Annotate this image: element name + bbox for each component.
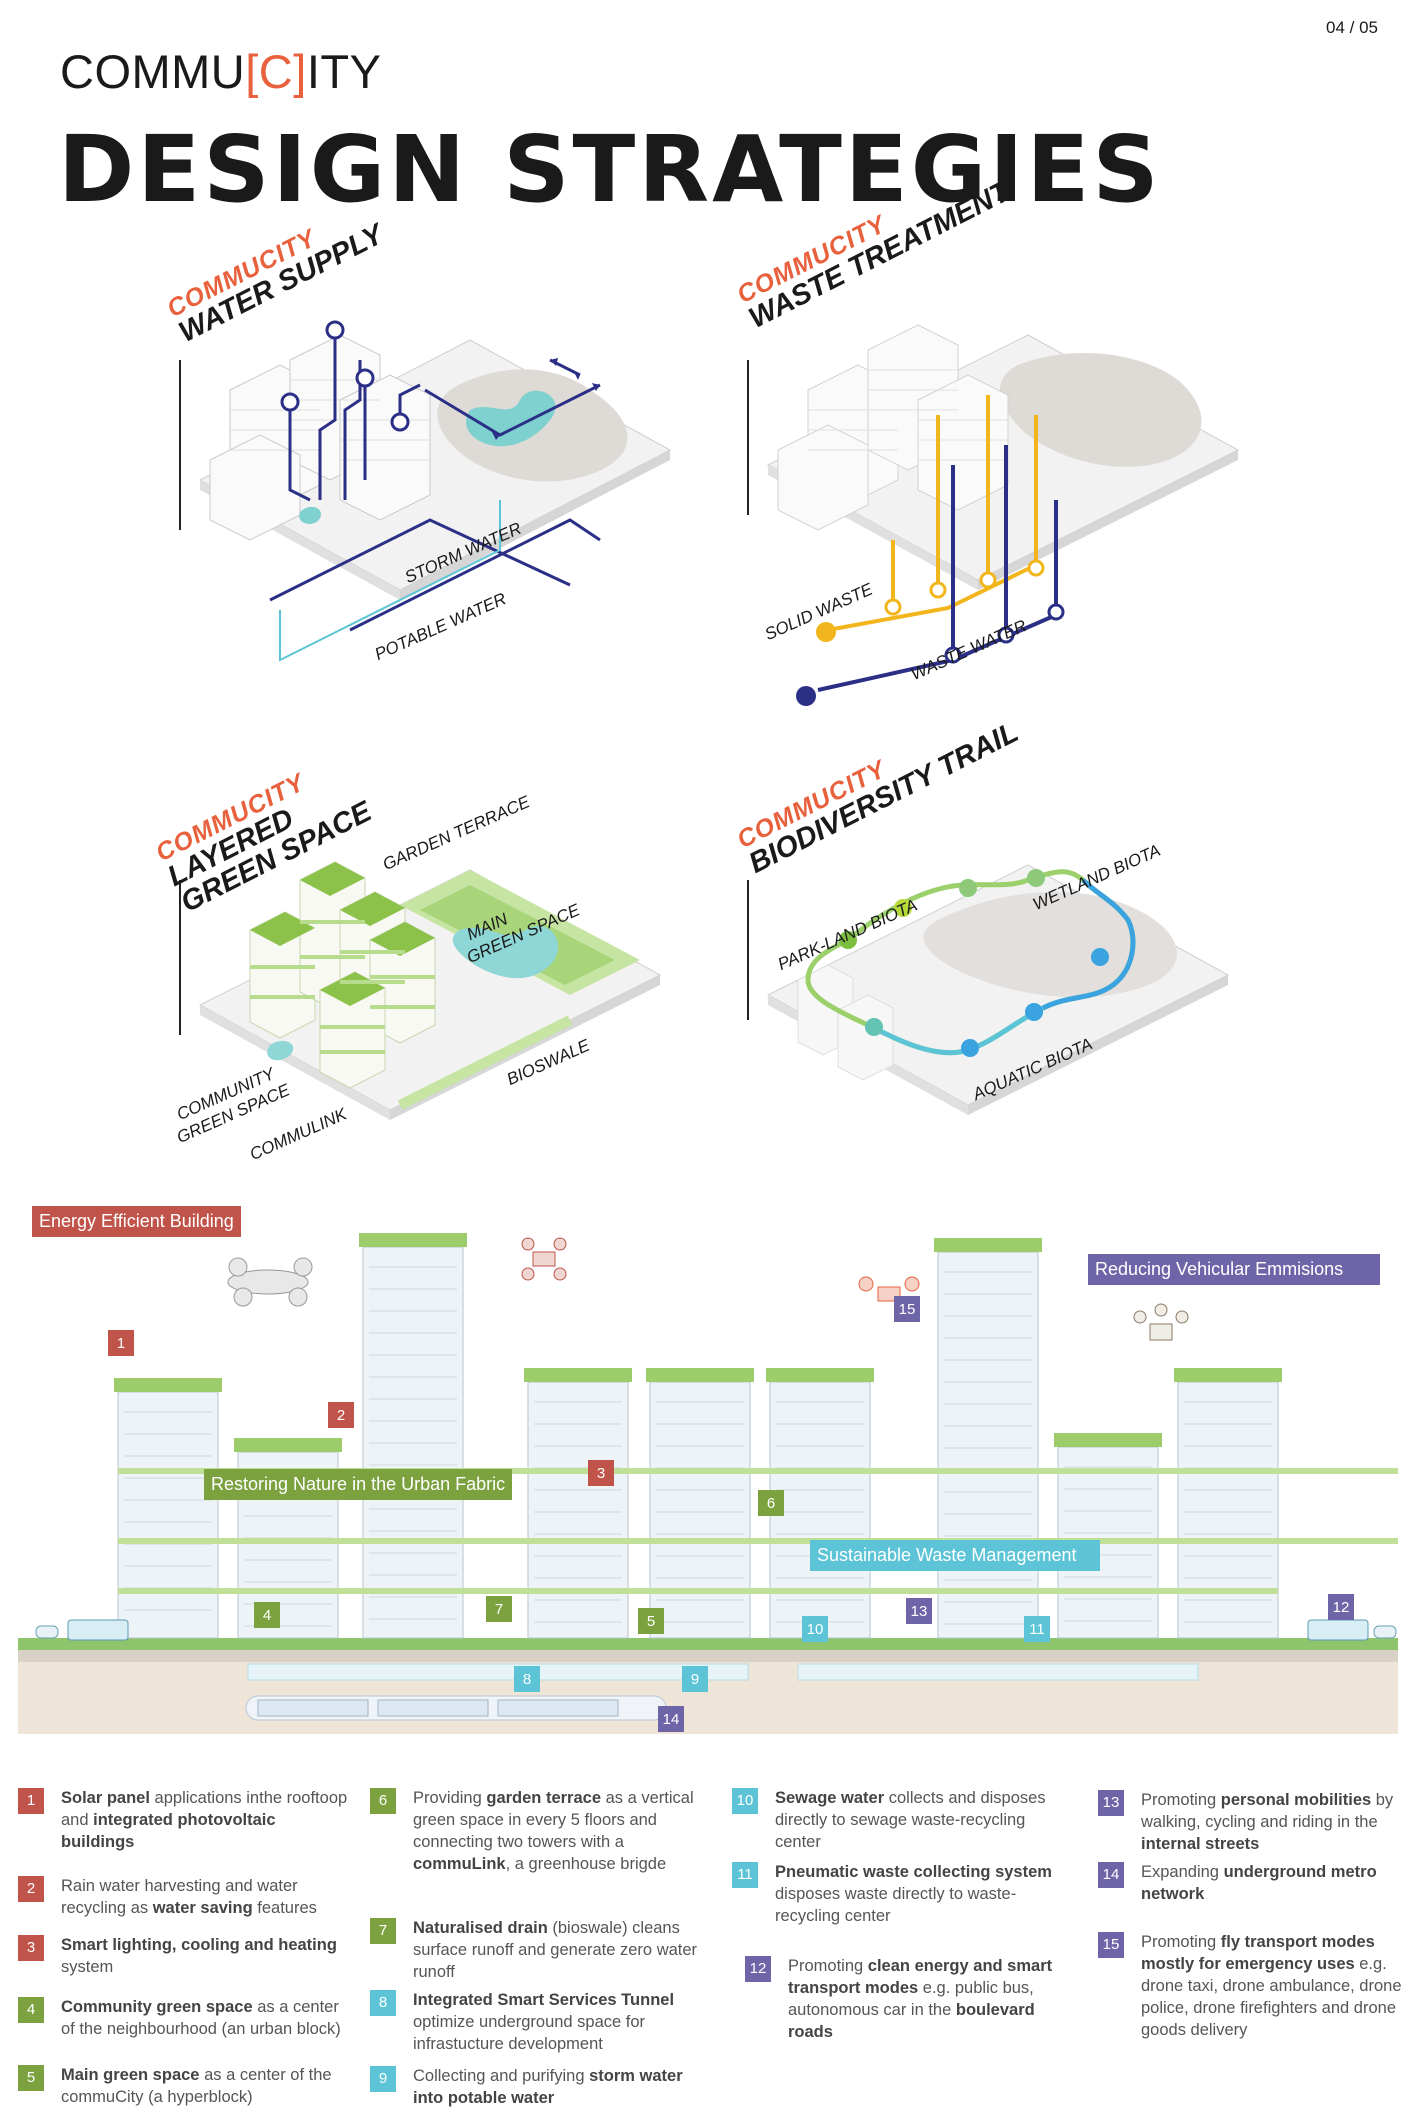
legend-number-badge: 13 [1098, 1790, 1124, 1816]
badge-14: 14 [658, 1706, 684, 1732]
badge-5: 5 [638, 1608, 664, 1634]
legend-number-badge: 10 [732, 1788, 758, 1814]
legend-text: Main green space as a center of the comm… [61, 2066, 332, 2106]
page-number: 04 / 05 [1326, 18, 1378, 37]
biodiversity-diagram [747, 864, 1230, 1115]
legend-text: Promoting fly transport modes mostly for… [1141, 1933, 1402, 2039]
water-supply-panel: COMMUCITY WATER SUPPLY STORM WATER POTAB… [163, 218, 730, 670]
legend-number-badge: 6 [370, 1788, 396, 1814]
legend-number-badge: 9 [370, 2066, 396, 2092]
legend-text: Smart lighting, cooling and heating syst… [61, 1936, 337, 1976]
city-section-drawing [18, 1233, 1416, 1734]
legend-number-badge: 12 [745, 1956, 771, 1982]
city-section-strip: Energy Efficient Building Reducing Vehic… [18, 1192, 1416, 1752]
section-tower [1177, 1381, 1279, 1639]
vehicular-emissions-tag: Reducing Vehicular Emmisions [1088, 1254, 1380, 1285]
badge-9: 9 [682, 1666, 708, 1692]
legend-text: Sewage water collects and disposes direc… [775, 1789, 1046, 1851]
badge-1: 1 [108, 1330, 134, 1356]
legend-number-badge: 8 [370, 1990, 396, 2016]
green-space-panel: COMMUCITY LAYERED GREEN SPACE GARDEN TER… [151, 768, 730, 1200]
legend-text: Community green space as a center of the… [61, 1998, 341, 2038]
badge-3: 3 [588, 1460, 614, 1486]
legend-number-badge: 15 [1098, 1932, 1124, 1958]
legend-text: Solar panel applications inthe rooftoop … [61, 1789, 348, 1851]
green-space-diagram [179, 861, 662, 1120]
brand-accent: [C] [245, 45, 307, 98]
legend-text: Collecting and purifying storm water int… [413, 2067, 683, 2107]
legend-text: Promoting clean energy and smart transpo… [788, 1957, 1053, 2041]
nature-urban-tag: Restoring Nature in the Urban Fabric [204, 1469, 513, 1500]
section-tower [527, 1381, 629, 1639]
biodiversity-panel: COMMUCITY BIODIVERSITY TRAIL PARK-LAND B… [733, 716, 1298, 1200]
legend-text: Promoting personal mobilities by walking… [1141, 1791, 1394, 1853]
legend-number-badge: 7 [370, 1918, 396, 1944]
legend-number-badge: 11 [732, 1862, 758, 1888]
legend-text: Naturalised drain (bioswale) cleans surf… [413, 1919, 698, 1981]
badge-8: 8 [514, 1666, 540, 1692]
badge-4: 4 [254, 1602, 280, 1628]
brand-pre: COMMU [60, 45, 246, 98]
legend-text: Integrated Smart Services Tunnel optimiz… [413, 1991, 675, 2053]
legend-number-badge: 2 [18, 1876, 44, 1902]
brand-post: ITY [306, 45, 382, 98]
badge-7: 7 [486, 1596, 512, 1622]
section-tower [649, 1381, 751, 1639]
badge-10: 10 [802, 1616, 828, 1642]
waste-management-tag: Sustainable Waste Management [810, 1540, 1100, 1571]
badge-12: 12 [1328, 1594, 1354, 1620]
legend-text: Expanding underground metro network [1141, 1863, 1377, 1903]
badge-2: 2 [328, 1402, 354, 1428]
legend-number-badge: 1 [18, 1788, 44, 1814]
waste-treatment-panel: COMMUCITY WASTE TREATMENT SOLID WASTE WA… [733, 176, 1298, 706]
legend-number-badge: 3 [18, 1935, 44, 1961]
legend-text: Rain water harvesting and water recyclin… [61, 1877, 317, 1917]
badge-11: 11 [1024, 1616, 1050, 1642]
badge-13: 13 [906, 1598, 932, 1624]
badge-15: 15 [894, 1296, 920, 1322]
legend-number-badge: 4 [18, 1997, 44, 2023]
page-title: DESIGN STRATEGIES [58, 116, 1162, 223]
section-tower [117, 1391, 219, 1639]
legend-number-badge: 14 [1098, 1862, 1124, 1888]
water-supply-diagram [179, 320, 672, 662]
badge-6: 6 [758, 1490, 784, 1516]
legend-text: Providing garden terrace as a vertical g… [413, 1789, 694, 1873]
legend-number-badge: 5 [18, 2065, 44, 2091]
brand-logo: COMMU[C]ITY [60, 44, 381, 99]
energy-efficient-tag: Energy Efficient Building [32, 1206, 241, 1237]
legend-text: Pneumatic waste collecting system dispos… [775, 1863, 1052, 1925]
waste-treatment-diagram [747, 324, 1240, 706]
